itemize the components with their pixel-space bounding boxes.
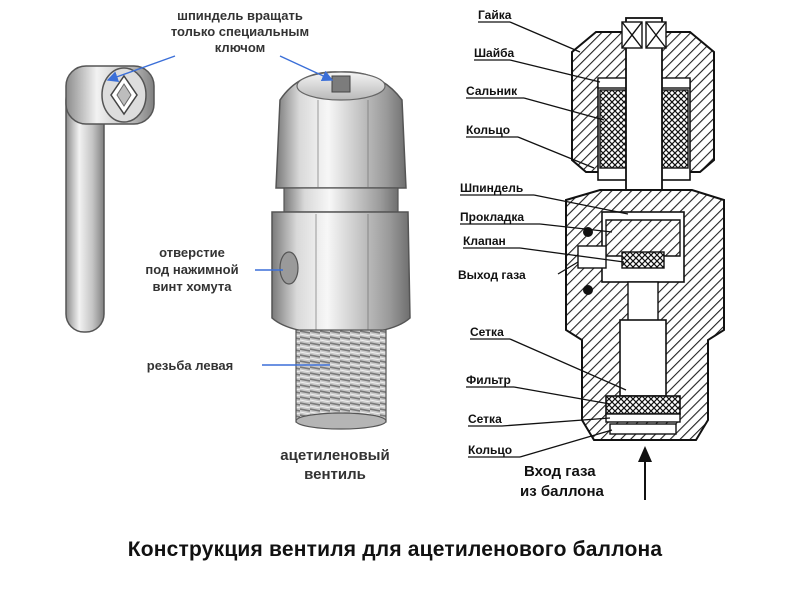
figure-caption: Конструкция вентиля для ацетиленового ба… xyxy=(127,538,663,561)
arrow-up-icon xyxy=(638,446,652,500)
label-mesh-bottom: Сетка xyxy=(468,412,502,426)
left-pointers xyxy=(106,55,334,366)
label-valve-1: ацетиленовый xyxy=(280,447,389,464)
cross-section xyxy=(565,17,725,441)
left-labels: шпиндель вращать только специальным ключ… xyxy=(145,8,389,483)
label-thread: резьба левая xyxy=(147,358,233,373)
right-leaders xyxy=(460,21,629,458)
label-ring-top: Кольцо xyxy=(466,123,510,137)
special-key xyxy=(65,65,155,333)
label-valve-2: вентиль xyxy=(304,466,366,483)
label-ring-bottom: Кольцо xyxy=(468,443,512,457)
label-spindle: Шпиндель xyxy=(460,181,523,195)
label-gas-inlet-2: из баллона xyxy=(520,483,605,500)
label-gasket: Прокладка xyxy=(460,210,524,224)
right-labels: Гайка Шайба Сальник Кольцо Шпиндель Прок… xyxy=(458,8,605,500)
label-spindle-3: ключом xyxy=(215,40,265,55)
valve-body xyxy=(271,71,411,430)
label-nut: Гайка xyxy=(478,8,512,22)
label-mesh-top: Сетка xyxy=(470,325,504,339)
label-gland: Сальник xyxy=(466,84,518,98)
label-gas-inlet-1: Вход газа xyxy=(524,463,596,480)
label-hole-1: отверстие xyxy=(159,245,225,260)
label-filter: Фильтр xyxy=(466,373,511,387)
label-washer: Шайба xyxy=(474,46,515,60)
label-valve: Клапан xyxy=(463,234,506,248)
label-hole-2: под нажимной xyxy=(145,262,238,277)
label-spindle-2: только специальным xyxy=(171,24,309,39)
label-hole-3: винт хомута xyxy=(153,279,233,294)
label-gas-outlet: Выход газа xyxy=(458,268,526,282)
label-spindle-1: шпиндель вращать xyxy=(177,8,303,23)
